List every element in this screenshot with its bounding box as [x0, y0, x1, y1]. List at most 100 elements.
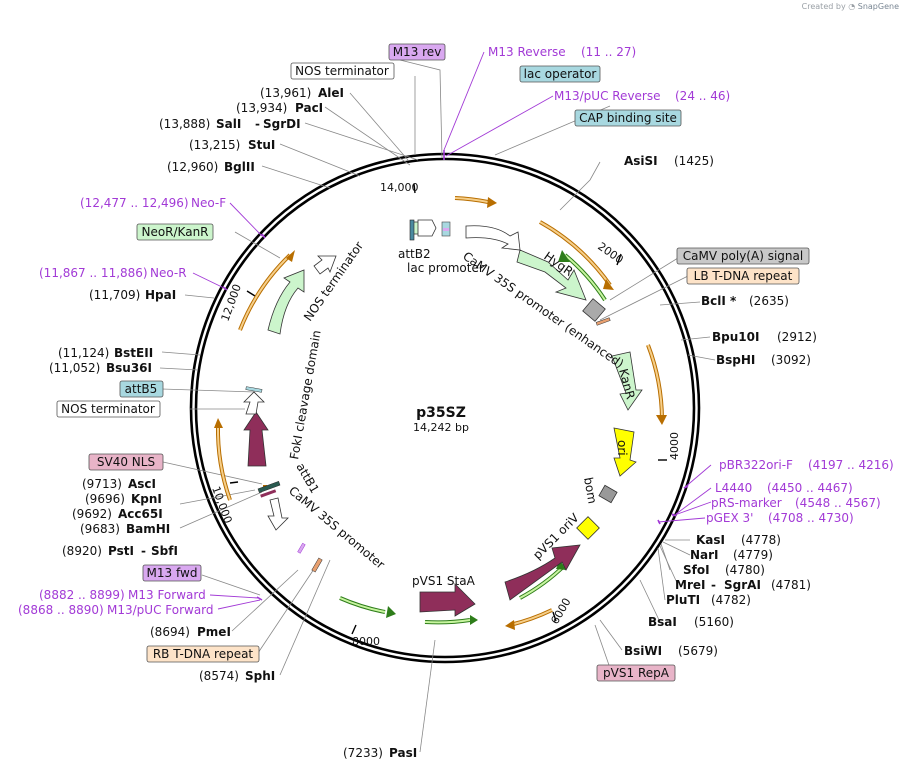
site-bsu36i-num: (11,052): [49, 361, 100, 375]
lac-promoter-arrow: [417, 219, 437, 237]
site-sali-name: SalI: [216, 117, 241, 131]
credit-brand: SnapGene: [857, 2, 899, 11]
tick-label-12000: 12,000: [219, 282, 244, 323]
box-sv40-nls-text: SV40 NLS: [97, 455, 155, 469]
attb5-shape: [245, 386, 263, 393]
m13-rev-marker: [443, 228, 449, 231]
foki-arrow: [243, 411, 269, 467]
site-psti-num: (8920): [62, 544, 102, 558]
site-bsiwi-name: BsiWI: [624, 644, 662, 658]
tick-label-10000: 10,000: [209, 485, 234, 526]
orf-arrowheads: [214, 197, 667, 630]
kanr-label: KanR: [616, 367, 638, 401]
site-bamhi-name: BamHI: [126, 522, 170, 536]
attb2-marker: [409, 219, 415, 241]
site-sfoi-name: SfoI: [683, 563, 710, 577]
tick-marks: [229, 183, 667, 635]
site-sfoi-num: (4780): [725, 563, 765, 577]
site-hpai-num: (11,709): [89, 288, 140, 302]
site-hpai-name: HpaI: [145, 288, 176, 302]
box-nos-terminator-left-text: NOS terminator: [61, 402, 155, 416]
primer-m13-forward-range: (8882 .. 8899): [39, 588, 125, 602]
camv-35s-label: CaMV 35S promoter: [286, 484, 387, 572]
box-m13-rev: M13 rev: [388, 43, 446, 61]
box-pvs1-repa: pVS1 RepA: [596, 664, 676, 682]
site-sgrai-name: SgrAI: [724, 578, 761, 592]
bom-label: bom: [581, 476, 599, 505]
primer-m13-forward-name: M13 Forward: [128, 588, 206, 602]
primer-marks: [222, 150, 689, 601]
box-m13-fwd: M13 fwd: [142, 564, 202, 582]
site-bsu36i-name: Bsu36I: [106, 361, 152, 375]
m13-fwd-shape: [297, 542, 306, 554]
primer-pgex-range: (4708 .. 4730): [768, 511, 854, 525]
primer-pgex-name: pGEX 3': [706, 511, 753, 525]
site-kpni-name: KpnI: [131, 492, 162, 506]
site-mrei-name: MreI: [675, 578, 705, 592]
snapgene-logo-icon: ◔: [848, 2, 856, 11]
box-cap-binding-site-text: CAP binding site: [579, 111, 677, 125]
box-camv-polya: CaMV poly(A) signal: [676, 247, 810, 265]
tick-label-4000: 4000: [668, 432, 681, 460]
nos-terminator-inner-arrow: [243, 391, 265, 415]
primer-m13-reverse-range: (11 .. 27): [581, 45, 636, 59]
site-bcli-num: (2635): [749, 294, 789, 308]
site-sbfi-name: SbfI: [151, 544, 178, 558]
site-pmei-num: (8694): [150, 625, 190, 639]
box-rb-tdna-text: RB T-DNA repeat: [153, 647, 254, 661]
primer-m13puc-forward-name: M13/pUC Forward: [107, 603, 214, 617]
camv-enhanced-arrow: [465, 225, 521, 251]
box-nos-terminator-left: NOS terminator: [56, 400, 161, 418]
site-bpu10i-name: Bpu10I: [712, 330, 759, 344]
primer-prs-range: (4548 .. 4567): [795, 496, 881, 510]
site-bcli-name: BclI *: [701, 294, 737, 308]
box-attb5: attB5: [119, 380, 164, 398]
neor-kanr-arrow: [267, 269, 305, 335]
box-pvs1-repa-text: pVS1 RepA: [603, 666, 670, 680]
site-bsphi-num: (3092): [771, 353, 811, 367]
site-bamhi-num: (9683): [80, 522, 120, 536]
sv40-nls-shape: [260, 489, 277, 498]
box-lac-operator: lac operator: [519, 65, 601, 83]
pvs1-oriv-shape: [576, 516, 600, 540]
pvs1-staa-arrow: [419, 583, 476, 617]
site-asci-name: AscI: [128, 477, 156, 491]
tick-label-2000: 2000: [595, 240, 625, 267]
credit-prefix: Created by: [801, 2, 846, 11]
site-bsai-num: (5160): [694, 615, 734, 629]
site-asisi-num: (1425): [674, 154, 714, 168]
site-kasi-name: KasI: [696, 533, 725, 547]
bom-shape: [598, 484, 618, 504]
site-alei-num: (13,961): [260, 86, 311, 100]
site-bpu10i-num: (2912): [777, 330, 817, 344]
primer-neo-r-name: Neo-R: [150, 266, 187, 280]
site-sgrdi-name: SgrDI: [263, 117, 301, 131]
site-nari-num: (4779): [733, 548, 773, 562]
box-cap-binding-site: CAP binding site: [574, 109, 682, 127]
site-alei-name: AleI: [318, 86, 344, 100]
site-pasi-name: PasI: [389, 746, 417, 760]
site-asisi-name: AsiSI: [624, 154, 658, 168]
site-asci-num: (9713): [82, 477, 122, 491]
box-sv40-nls: SV40 NLS: [88, 453, 164, 471]
primer-m13puc-reverse-range: (24 .. 46): [675, 89, 730, 103]
plasmid-name: p35SZ: [416, 405, 466, 421]
box-nos-terminator-top-text: NOS terminator: [295, 64, 389, 78]
box-attb5-text: attB5: [125, 382, 158, 396]
snapgene-credit: Created by ◔ SnapGene: [802, 2, 899, 11]
primer-neo-f-range: (12,477 .. 12,496): [80, 196, 189, 210]
site-pluti-num: (4782): [711, 593, 751, 607]
site-sali-sep: -: [255, 117, 260, 131]
site-mrei-sep: -: [711, 578, 716, 592]
lb-tdna-shape: [595, 317, 611, 326]
site-mrei-num: (4781): [771, 578, 811, 592]
kanr-arrow: [611, 351, 643, 411]
site-bsai-name: BsaI: [648, 615, 677, 629]
site-bsteii-name: BstEII: [114, 346, 153, 360]
lac-promoter-label: lac promoter: [407, 261, 484, 275]
primer-l4440-name: L4440: [715, 481, 752, 495]
box-lac-operator-text: lac operator: [524, 67, 597, 81]
site-acc65i-name: Acc65I: [118, 507, 163, 521]
primer-m13-reverse-name: M13 Reverse: [488, 45, 566, 59]
